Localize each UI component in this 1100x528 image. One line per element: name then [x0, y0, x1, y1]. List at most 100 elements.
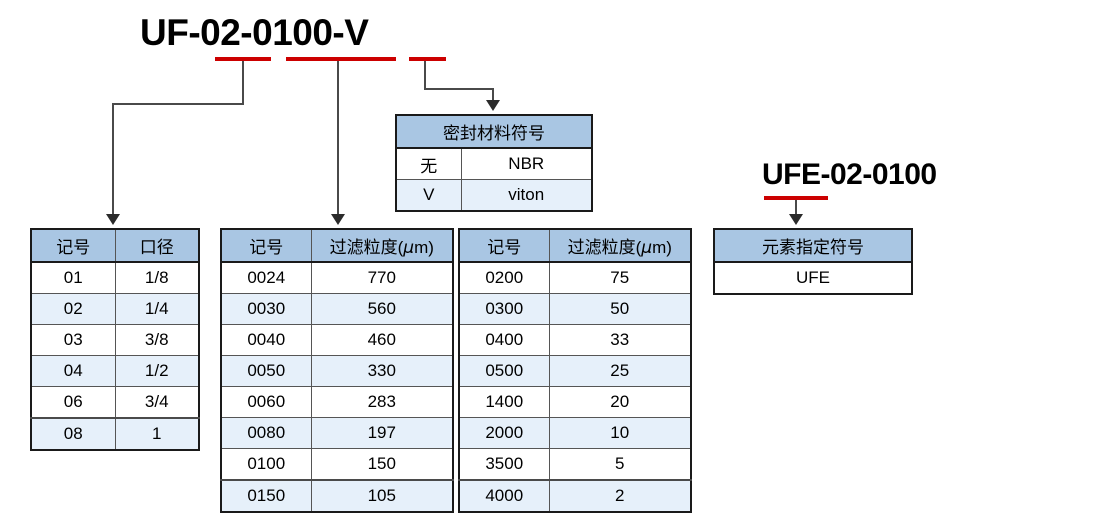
- mesh-header-tail: m): [652, 238, 672, 257]
- bore-size-cell: 3/4: [114, 386, 200, 419]
- mesh-a-header-rating: 过滤粒度(μm): [310, 228, 454, 263]
- bore-size-cell: 1/4: [114, 293, 200, 325]
- mesh-b-header-rating: 过滤粒度(μm): [548, 228, 692, 263]
- table-header-row: 记号 过滤粒度(μm): [458, 228, 692, 263]
- table-row: 0300 50: [458, 293, 692, 325]
- mesh-header-text: 过滤粒度(: [329, 238, 404, 257]
- table-row: 0080 197: [220, 417, 454, 449]
- mesh-rating-cell: 50: [548, 293, 692, 325]
- table-row: 01 1/8: [30, 261, 200, 294]
- mesh-rating-cell: 2: [548, 479, 692, 513]
- mesh-rating-cell: 25: [548, 355, 692, 387]
- table-row: 2000 10: [458, 417, 692, 449]
- mesh-code-cell: 3500: [458, 448, 550, 481]
- bore-size-table: 记号 口径 01 1/8 02 1/4 03 3/8 04 1/2 06 3/4: [30, 228, 200, 451]
- connector-mesh-arrowhead: [331, 214, 345, 225]
- filtration-rating-table-b: 记号 过滤粒度(μm) 0200 75 0300 50 0400 33 0500…: [458, 228, 692, 513]
- mesh-rating-cell: 20: [548, 386, 692, 418]
- bore-code-cell: 08: [30, 417, 116, 451]
- bore-size-cell: 1: [114, 417, 200, 451]
- table-row: 0400 33: [458, 324, 692, 356]
- mesh-header-tail: m): [414, 238, 434, 257]
- table-row: 02 1/4: [30, 293, 200, 325]
- mesh-rating-cell: 10: [548, 417, 692, 449]
- red-underline-seal-code: [409, 57, 446, 61]
- element-table-title: 元素指定符号: [713, 228, 913, 263]
- mesh-rating-cell: 197: [310, 417, 454, 449]
- seal-material-cell: viton: [460, 179, 593, 212]
- bore-code-cell: 06: [30, 386, 116, 419]
- table-header-row: 密封材料符号: [395, 114, 593, 149]
- mesh-code-cell: 4000: [458, 479, 550, 513]
- mesh-code-cell: 0030: [220, 293, 312, 325]
- mesh-b-header-code: 记号: [458, 228, 550, 263]
- element-code-cell: UFE: [713, 261, 913, 295]
- filtration-rating-table-a: 记号 过滤粒度(μm) 0024 770 0030 560 0040 460 0…: [220, 228, 454, 513]
- mesh-code-cell: 0040: [220, 324, 312, 356]
- bore-code-cell: 03: [30, 324, 116, 356]
- mesh-rating-cell: 460: [310, 324, 454, 356]
- table-row: 04 1/2: [30, 355, 200, 387]
- bore-code-cell: 02: [30, 293, 116, 325]
- mesh-rating-cell: 150: [310, 448, 454, 481]
- mesh-code-cell: 0080: [220, 417, 312, 449]
- bore-header-code: 记号: [30, 228, 116, 263]
- mesh-rating-cell: 105: [310, 479, 454, 513]
- seal-code-cell: V: [395, 179, 462, 212]
- mesh-code-cell: 2000: [458, 417, 550, 449]
- secondary-part-number: UFE-02-0100: [762, 158, 937, 191]
- mesh-rating-cell: 330: [310, 355, 454, 387]
- mesh-code-cell: 0400: [458, 324, 550, 356]
- table-row: 0150 105: [220, 479, 454, 513]
- table-row: 无 NBR: [395, 147, 593, 180]
- connector-bore-horizontal: [112, 103, 244, 105]
- mesh-code-cell: 0050: [220, 355, 312, 387]
- table-row: 03 3/8: [30, 324, 200, 356]
- table-row: 0200 75: [458, 261, 692, 294]
- table-header-row: 记号 口径: [30, 228, 200, 263]
- mesh-rating-cell: 33: [548, 324, 692, 356]
- bore-size-cell: 1/2: [114, 355, 200, 387]
- red-underline-bore-code: [215, 57, 271, 61]
- seal-material-table: 密封材料符号 无 NBR V viton: [395, 114, 593, 212]
- element-designation-table: 元素指定符号 UFE: [713, 228, 913, 295]
- mesh-rating-cell: 560: [310, 293, 454, 325]
- connector-seal-vertical-lower: [492, 88, 494, 102]
- table-row: V viton: [395, 179, 593, 212]
- bore-code-cell: 01: [30, 261, 116, 294]
- mesh-code-cell: 0300: [458, 293, 550, 325]
- connector-seal-horizontal: [424, 88, 494, 90]
- mesh-code-cell: 1400: [458, 386, 550, 418]
- connector-bore-arrowhead: [106, 214, 120, 225]
- table-row: 0024 770: [220, 261, 454, 294]
- table-row: 08 1: [30, 417, 200, 451]
- table-row: UFE: [713, 261, 913, 295]
- table-row: 06 3/4: [30, 386, 200, 419]
- mu-symbol: μ: [403, 238, 415, 258]
- table-row: 4000 2: [458, 479, 692, 513]
- table-row: 0050 330: [220, 355, 454, 387]
- table-row: 0060 283: [220, 386, 454, 418]
- mesh-a-header-code: 记号: [220, 228, 312, 263]
- seal-code-cell: 无: [395, 147, 462, 180]
- table-row: 3500 5: [458, 448, 692, 481]
- mesh-code-cell: 0060: [220, 386, 312, 418]
- bore-size-cell: 3/8: [114, 324, 200, 356]
- red-underline-mesh-code: [286, 57, 396, 61]
- mesh-header-text: 过滤粒度(: [567, 238, 642, 257]
- mesh-rating-cell: 5: [548, 448, 692, 481]
- table-row: 0500 25: [458, 355, 692, 387]
- table-row: 0100 150: [220, 448, 454, 481]
- table-row: 0040 460: [220, 324, 454, 356]
- connector-bore-vertical-upper: [242, 61, 244, 105]
- table-row: 1400 20: [458, 386, 692, 418]
- mesh-code-cell: 0200: [458, 261, 550, 294]
- mesh-rating-cell: 770: [310, 261, 454, 294]
- connector-seal-arrowhead: [486, 100, 500, 111]
- bore-header-size: 口径: [114, 228, 200, 263]
- mesh-code-cell: 0500: [458, 355, 550, 387]
- table-header-row: 记号 过滤粒度(μm): [220, 228, 454, 263]
- mesh-code-cell: 0150: [220, 479, 312, 513]
- connector-seal-vertical-upper: [424, 61, 426, 90]
- mesh-rating-cell: 283: [310, 386, 454, 418]
